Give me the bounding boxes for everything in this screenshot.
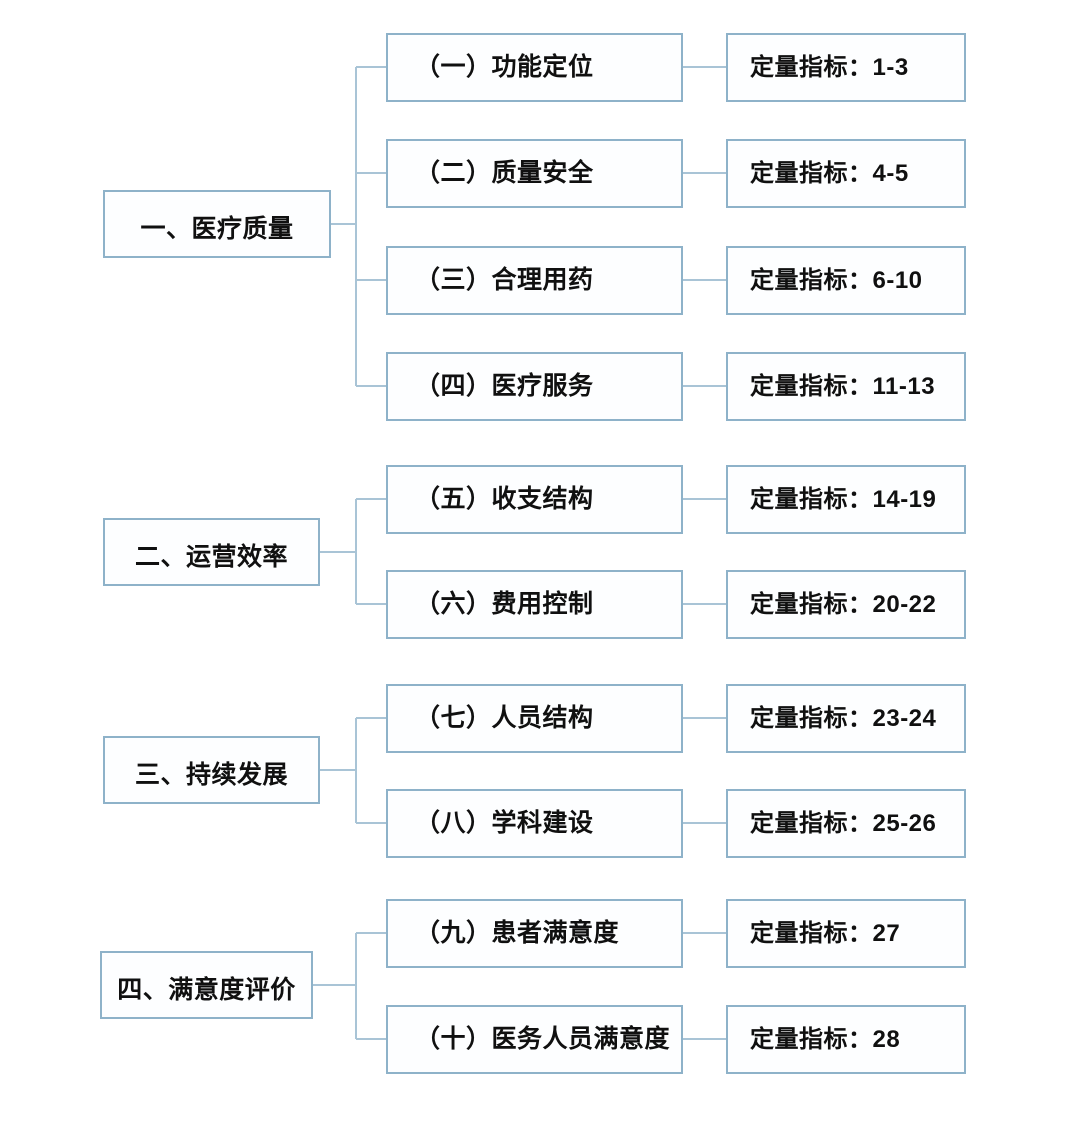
indicator-label: 定量指标：1-3 — [750, 54, 909, 81]
indicator-box-personnel-structure[interactable]: 定量指标：23-24 — [726, 684, 966, 753]
category-label: 四、满意度评价 — [117, 976, 296, 1004]
subcategory-label: （一）功能定位 — [415, 53, 594, 81]
subcategory-box-quality-safety[interactable]: （二）质量安全 — [386, 139, 683, 208]
subcategory-box-patient-satisfaction[interactable]: （九）患者满意度 — [386, 899, 683, 968]
indicator-box-discipline-construction[interactable]: 定量指标：25-26 — [726, 789, 966, 858]
indicator-box-function-positioning[interactable]: 定量指标：1-3 — [726, 33, 966, 102]
indicator-box-quality-safety[interactable]: 定量指标：4-5 — [726, 139, 966, 208]
indicator-box-cost-control[interactable]: 定量指标：20-22 — [726, 570, 966, 639]
category-label: 一、医疗质量 — [140, 215, 294, 243]
indicator-box-rational-drug-use[interactable]: 定量指标：6-10 — [726, 246, 966, 315]
subcategory-box-discipline-construction[interactable]: （八）学科建设 — [386, 789, 683, 858]
category-box-medical-quality[interactable]: 一、医疗质量 — [103, 190, 331, 258]
indicator-label: 定量指标：25-26 — [750, 810, 937, 837]
indicator-label: 定量指标：27 — [750, 920, 901, 947]
subcategory-box-personnel-structure[interactable]: （七）人员结构 — [386, 684, 683, 753]
subcategory-label: （三）合理用药 — [415, 266, 594, 294]
category-label: 三、持续发展 — [134, 761, 288, 789]
subcategory-box-revenue-expenditure-structure[interactable]: （五）收支结构 — [386, 465, 683, 534]
indicator-box-staff-satisfaction[interactable]: 定量指标：28 — [726, 1005, 966, 1074]
indicator-label: 定量指标：4-5 — [750, 160, 909, 187]
subcategory-label: （八）学科建设 — [415, 809, 594, 837]
subcategory-label: （五）收支结构 — [415, 485, 594, 513]
indicator-label: 定量指标：23-24 — [750, 705, 937, 732]
subcategory-label: （二）质量安全 — [415, 159, 594, 187]
indicator-label: 定量指标：28 — [750, 1026, 901, 1053]
subcategory-box-function-positioning[interactable]: （一）功能定位 — [386, 33, 683, 102]
indicator-box-revenue-expenditure-structure[interactable]: 定量指标：14-19 — [726, 465, 966, 534]
subcategory-label: （十）医务人员满意度 — [415, 1025, 671, 1053]
subcategory-label: （七）人员结构 — [415, 704, 594, 732]
subcategory-box-staff-satisfaction[interactable]: （十）医务人员满意度 — [386, 1005, 683, 1074]
category-box-operating-efficiency[interactable]: 二、运营效率 — [103, 518, 320, 586]
category-box-satisfaction-evaluation[interactable]: 四、满意度评价 — [100, 951, 313, 1019]
indicator-label: 定量指标：6-10 — [750, 267, 923, 294]
subcategory-label: （四）医疗服务 — [415, 372, 594, 400]
category-box-sustainable-development[interactable]: 三、持续发展 — [103, 736, 320, 804]
subcategory-box-rational-drug-use[interactable]: （三）合理用药 — [386, 246, 683, 315]
subcategory-box-medical-service[interactable]: （四）医疗服务 — [386, 352, 683, 421]
indicator-box-patient-satisfaction[interactable]: 定量指标：27 — [726, 899, 966, 968]
indicator-label: 定量指标：11-13 — [750, 373, 936, 400]
subcategory-label: （六）费用控制 — [415, 590, 594, 618]
indicator-label: 定量指标：20-22 — [750, 591, 937, 618]
category-label: 二、运营效率 — [134, 543, 288, 571]
subcategory-box-cost-control[interactable]: （六）费用控制 — [386, 570, 683, 639]
subcategory-label: （九）患者满意度 — [415, 919, 620, 947]
indicator-label: 定量指标：14-19 — [750, 486, 937, 513]
indicator-box-medical-service[interactable]: 定量指标：11-13 — [726, 352, 966, 421]
